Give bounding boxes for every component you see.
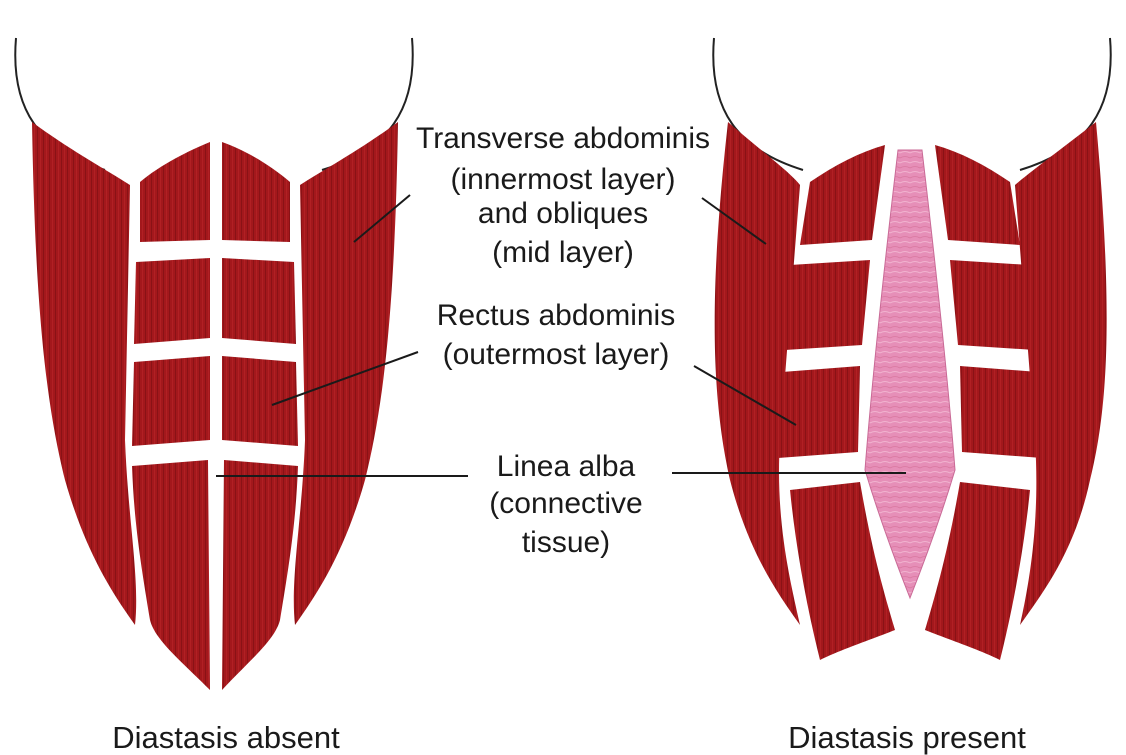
rectus-left-d1 (132, 460, 210, 690)
label-linea: Linea alba (connective tissue) (489, 450, 642, 559)
pointer-transverse-left (353, 194, 411, 243)
label-linea-line1: Linea alba (497, 450, 636, 483)
caption-diastasis-absent: Diastasis absent (112, 720, 340, 755)
label-linea-line3: tissue) (522, 526, 610, 559)
rectus-right-b1 (785, 260, 870, 350)
linea-alba-widened (864, 149, 956, 600)
rectus-right-c1 (778, 366, 860, 458)
rectus-left-a1 (140, 142, 210, 242)
oblique-right-a (714, 122, 800, 625)
label-linea-line2: (connective (489, 487, 642, 520)
label-rectus-line1: Rectus abdominis (437, 299, 675, 332)
rectus-left-a2 (222, 142, 290, 242)
caption-diastasis-present: Diastasis present (788, 720, 1026, 755)
rectus-left-d2 (222, 460, 298, 690)
ribcage-left-outline (14, 37, 414, 171)
rectus-right-b2 (950, 260, 1035, 350)
pointer-rectus-left (271, 351, 419, 406)
label-transverse-line2: (innermost layer) (450, 163, 675, 196)
label-transverse-line4: (mid layer) (492, 236, 634, 269)
label-transverse: Transverse abdominis (innermost layer) a… (416, 122, 710, 269)
oblique-left-a (32, 122, 137, 625)
pointer-lines (216, 194, 906, 477)
rectus-right-c2 (960, 366, 1042, 458)
rectus-left-c2 (222, 356, 298, 446)
ribcage-right-outline (712, 37, 1112, 171)
oblique-right-b (1015, 122, 1107, 625)
label-transverse-line1: Transverse abdominis (416, 122, 710, 155)
torso-left (14, 37, 414, 690)
pointer-rectus-right (693, 365, 797, 426)
rectus-right-a1 (800, 145, 885, 245)
label-transverse-line3: and obliques (478, 197, 648, 230)
label-rectus: Rectus abdominis (outermost layer) (437, 299, 675, 371)
oblique-left-b (293, 122, 398, 625)
rectus-left-c1 (132, 356, 210, 446)
rectus-right-d1 (790, 482, 895, 660)
pointer-transverse-right (701, 197, 767, 245)
torso-right (712, 37, 1112, 660)
rectus-left-b1 (134, 258, 210, 344)
label-rectus-line2: (outermost layer) (443, 338, 670, 371)
rectus-right-d2 (925, 482, 1030, 660)
rectus-right-a2 (935, 145, 1020, 245)
rectus-left-b2 (222, 258, 296, 344)
